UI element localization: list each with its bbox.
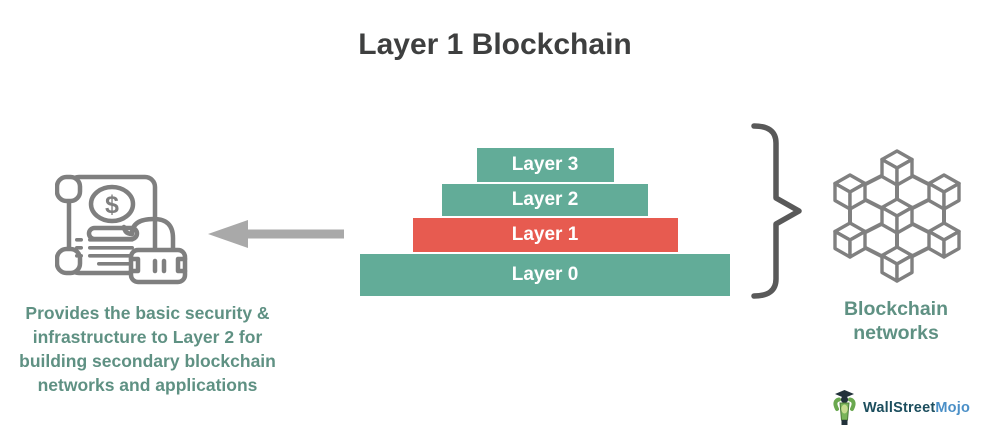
left-caption: Provides the basic security & infrastruc… [0, 301, 295, 397]
network-cubes [833, 149, 961, 283]
pyramid-layer-layer-2: Layer 2 [442, 184, 648, 216]
pyramid-layer-label: Layer 0 [511, 264, 579, 285]
document-dollar-lock-icon: $ [55, 174, 188, 285]
open-padlock-icon [121, 216, 188, 285]
logo-text-mojo: Mojo [935, 400, 970, 416]
right-caption-line: Blockchain [843, 298, 949, 320]
pyramid-layer-layer-0: Layer 0 [360, 254, 730, 296]
document-text-lines [75, 238, 135, 266]
logo-wordmark: WallStreetMojo [863, 400, 970, 416]
pyramid-layer-label: Layer 3 [511, 154, 579, 175]
pyramid: Layer 3 Layer 2 Layer 1 Layer 0 [360, 148, 730, 296]
wallstreetmojo-logo: WallStreetMojo [831, 390, 970, 426]
curly-brace-icon [751, 123, 802, 299]
left-caption-line: Provides the basic security & [25, 303, 270, 323]
pyramid-layer-label: Layer 1 [511, 224, 579, 245]
left-caption-line: infrastructure to Layer 2 for [32, 327, 263, 347]
pyramid-layer-label: Layer 2 [511, 189, 579, 210]
blockchain-network-icon [833, 149, 961, 283]
left-caption-line: building secondary blockchain [19, 351, 276, 371]
right-caption: Blockchain networks [826, 297, 966, 345]
left-caption-line: networks and applications [37, 375, 258, 395]
logo-text-wallstreet: WallStreet [863, 400, 936, 416]
arrow-left-icon [208, 220, 344, 248]
right-caption-line: networks [853, 322, 939, 344]
pyramid-layer-layer-3: Layer 3 [476, 148, 614, 182]
dollar-sign: $ [105, 191, 119, 219]
page-title: Layer 1 Blockchain [358, 28, 632, 61]
pyramid-layer-layer-1: Layer 1 [412, 218, 678, 252]
mojo-mascot-icon [833, 390, 856, 425]
